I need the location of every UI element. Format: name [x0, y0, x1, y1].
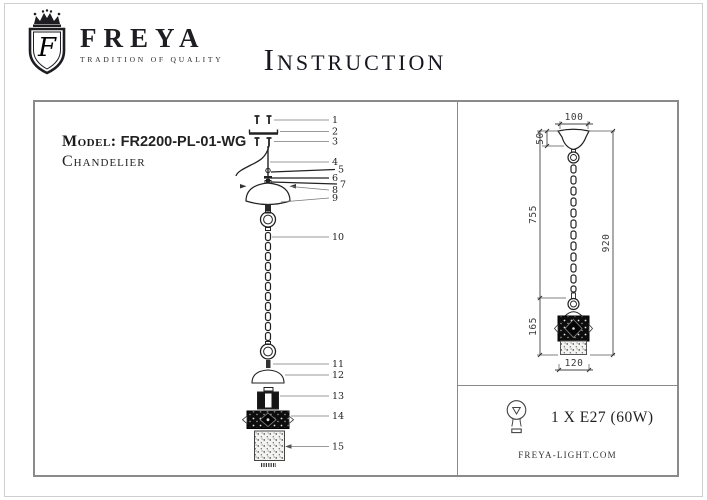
website-url: FREYA-LIGHT.COM — [518, 450, 617, 460]
bulb-icon — [506, 400, 527, 434]
part-callout-3: 3 — [332, 137, 338, 148]
part-cup — [251, 369, 285, 384]
brand-logo: F FREYA TRADITION OF QUALITY — [22, 9, 224, 75]
part-bottom-ring — [259, 341, 277, 360]
part-mounting-bar — [248, 129, 279, 135]
part-callout-6: 6 — [332, 173, 338, 184]
dim-chain-length: 755 — [528, 205, 539, 224]
dimension-ticks — [537, 121, 616, 373]
part-shade — [254, 430, 285, 461]
brand-name: FREYA — [80, 23, 206, 53]
part-screws-bracket — [254, 137, 272, 146]
part-canopy-stud — [265, 204, 271, 211]
part-callout-13: 13 — [332, 391, 344, 402]
part-screws-top — [254, 115, 272, 124]
part-callout-12: 12 — [332, 370, 344, 381]
dimension-rules — [539, 123, 614, 371]
brand-shield-icon: F — [28, 9, 66, 75]
dim-lamp-height: 165 — [528, 317, 539, 336]
dim-lamp-width: 120 — [565, 358, 584, 369]
dimension-diagram: 100 50 755 165 920 120 — [528, 112, 616, 373]
part-callout-2: 2 — [332, 127, 338, 138]
dim-total-height: 920 — [601, 234, 612, 253]
part-nipple — [266, 360, 271, 368]
dimensions-panel: 100 50 755 165 920 120 1 X E27 (60W) FRE… — [458, 102, 677, 475]
spec-divider — [458, 385, 677, 386]
main-box: Model: FR2200-PL-01-WG Chandelier — [33, 100, 679, 477]
dim-canopy-height: 50 — [535, 132, 546, 144]
part-callout-15: 15 — [332, 442, 344, 453]
callout-leaders — [270, 119, 330, 447]
part-chain — [264, 231, 272, 342]
parts-diagram: 1 2 3 4 5 6 7 8 9 10 11 12 13 14 15 — [235, 115, 346, 467]
part-callout-8: 8 — [332, 185, 338, 196]
part-top-ring — [259, 209, 277, 231]
part-callout-9: 9 — [332, 193, 338, 204]
part-callout-7: 7 — [340, 180, 346, 191]
part-callout-5: 5 — [338, 165, 344, 176]
part-callout-1: 1 — [332, 115, 338, 126]
part-wire — [235, 145, 270, 177]
bulb-spec: 1 X E27 (60W) — [551, 409, 654, 426]
bulb-spec-row: 1 X E27 (60W) — [504, 399, 654, 437]
callout-leaders-dark — [270, 168, 338, 185]
page-border — [4, 3, 703, 497]
dim-canopy-width: 100 — [565, 112, 584, 123]
brand-tagline: TRADITION OF QUALITY — [80, 55, 224, 64]
part-socket — [257, 387, 279, 410]
panel-divider — [457, 102, 458, 475]
model-type: Chandelier — [62, 153, 146, 170]
brand-monogram: F — [37, 33, 57, 63]
part-callout-14: 14 — [332, 411, 344, 422]
part-callout-4: 4 — [332, 157, 338, 168]
part-ornate-band — [241, 410, 295, 429]
model-block: Model: FR2200-PL-01-WG Chandelier — [62, 132, 246, 172]
page-title: Instruction — [263, 42, 447, 77]
fixture-drawing — [553, 128, 594, 355]
part-callout-10: 10 — [332, 232, 344, 243]
part-callout-11: 11 — [332, 359, 344, 370]
dimension-lines — [537, 121, 615, 370]
callout-15-arrow — [285, 444, 292, 449]
model-number: FR2200-PL-01-WG — [120, 134, 247, 150]
model-label: Model: — [62, 133, 117, 150]
